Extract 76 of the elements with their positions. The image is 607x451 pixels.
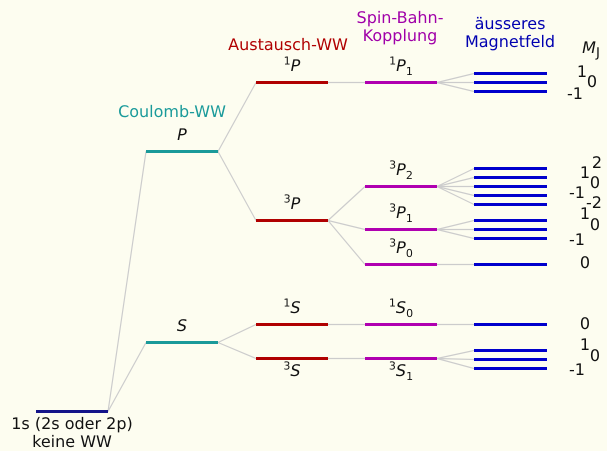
quantum-number-value: 0 [589,216,602,234]
connector-line [436,350,474,360]
level-label: $^{3}$P$_{0}$ [388,239,414,257]
connector-line [436,228,474,240]
connector-line [436,358,474,360]
quantum-number-value: 1 [578,336,591,354]
connector-line [328,220,366,230]
connector-line [218,324,256,344]
quantum-number-value: 0 [586,73,598,91]
quantum-number-value: 0 [589,174,602,192]
connector-line [107,342,147,412]
connector-line [436,72,474,84]
energy-level-line [474,349,547,352]
level-label: $^{3}$P [282,195,302,213]
quantum-number-value: -1 [566,85,584,103]
quantum-number-value: 2 [590,154,604,172]
connector-line [328,82,365,84]
heading: Austausch-WW [227,36,349,54]
energy-level-line [474,219,547,222]
connector-line [218,342,256,360]
connector-line [107,151,147,412]
connector-line [437,264,474,266]
energy-level-line [474,81,547,84]
quantum-number-value: 1 [576,63,588,81]
energy-level-line [474,176,547,179]
energy-level-line [474,228,547,231]
connector-line [436,186,474,206]
energy-level-line [474,185,547,188]
level-label: $^{3}$P$_{2}$ [388,161,414,179]
heading: Spin-Bahn-Kopplung [356,9,444,45]
connector-line [328,358,365,360]
connector-line [328,186,366,221]
level-label: P [176,126,188,144]
quantum-number-value: 1 [578,164,591,182]
quantum-number-value: -1 [568,231,586,249]
level-label: $^{1}$S$_{0}$ [388,299,414,317]
connector-line [436,358,474,370]
energy-level-line [474,194,547,197]
level-label: $^{1}$P [282,57,302,75]
connector-line [328,324,365,326]
connector-line [436,82,474,92]
quantum-number-value: -1 [568,184,586,202]
connector-line [436,220,474,230]
energy-level-line [474,358,547,361]
energy-level-line [474,203,547,206]
level-label: S [176,317,188,335]
level-label: $^{1}$S [282,299,302,317]
heading: Coulomb-WW [117,103,227,121]
level-label: $^{3}$S$_{1}$ [388,362,414,380]
energy-level-line [474,237,547,240]
energy-level-line [474,72,547,75]
level-label: 1s (2s oder 2p) keine WW [10,415,134,451]
quantum-number-value: 0 [578,315,592,333]
connector-line [217,82,257,152]
energy-level-line [474,323,547,326]
connector-line [436,186,474,196]
connector-line [437,186,474,188]
quantum-number-value: -1 [568,361,586,379]
connector-line [436,168,474,188]
level-label: $^{3}$S [282,362,302,380]
energy-level-line [474,367,547,370]
quantum-number-value: 0 [589,347,602,365]
energy-level-line [474,263,547,266]
level-label: $^{3}$P$_{1}$ [388,204,414,222]
heading: äusseres Magnetfeld [464,15,556,51]
quantum-number-label: M$_{J}$ [581,39,601,64]
connector-line [437,324,474,326]
connector-line [437,82,474,84]
connector-line [437,228,474,230]
connector-line [328,220,366,265]
energy-level-line [474,90,547,93]
connector-line [217,151,257,221]
connector-line [436,176,474,188]
quantum-number-value: 0 [578,254,592,272]
energy-level-line [474,167,547,170]
level-label: $^{1}$P$_{1}$ [388,57,414,75]
